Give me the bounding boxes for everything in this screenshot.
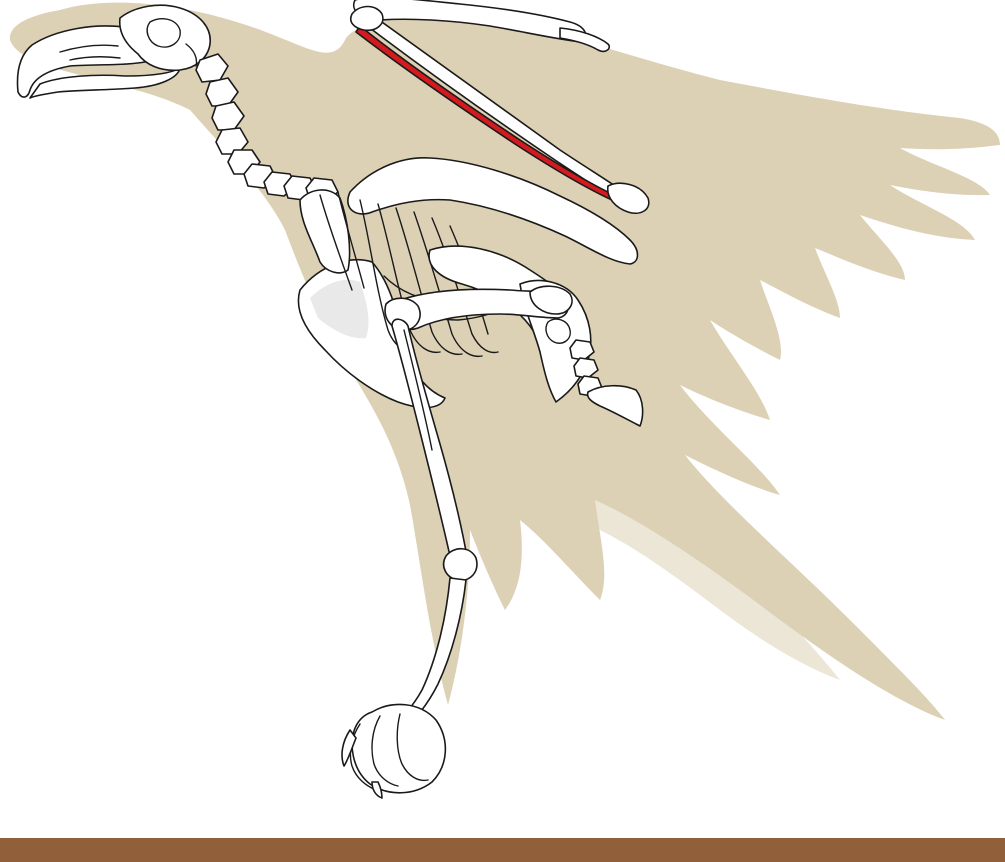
ground-bar: [0, 838, 1005, 862]
foot: [342, 704, 445, 798]
elbow-joint: [351, 7, 383, 31]
ankle-joint: [444, 549, 477, 581]
